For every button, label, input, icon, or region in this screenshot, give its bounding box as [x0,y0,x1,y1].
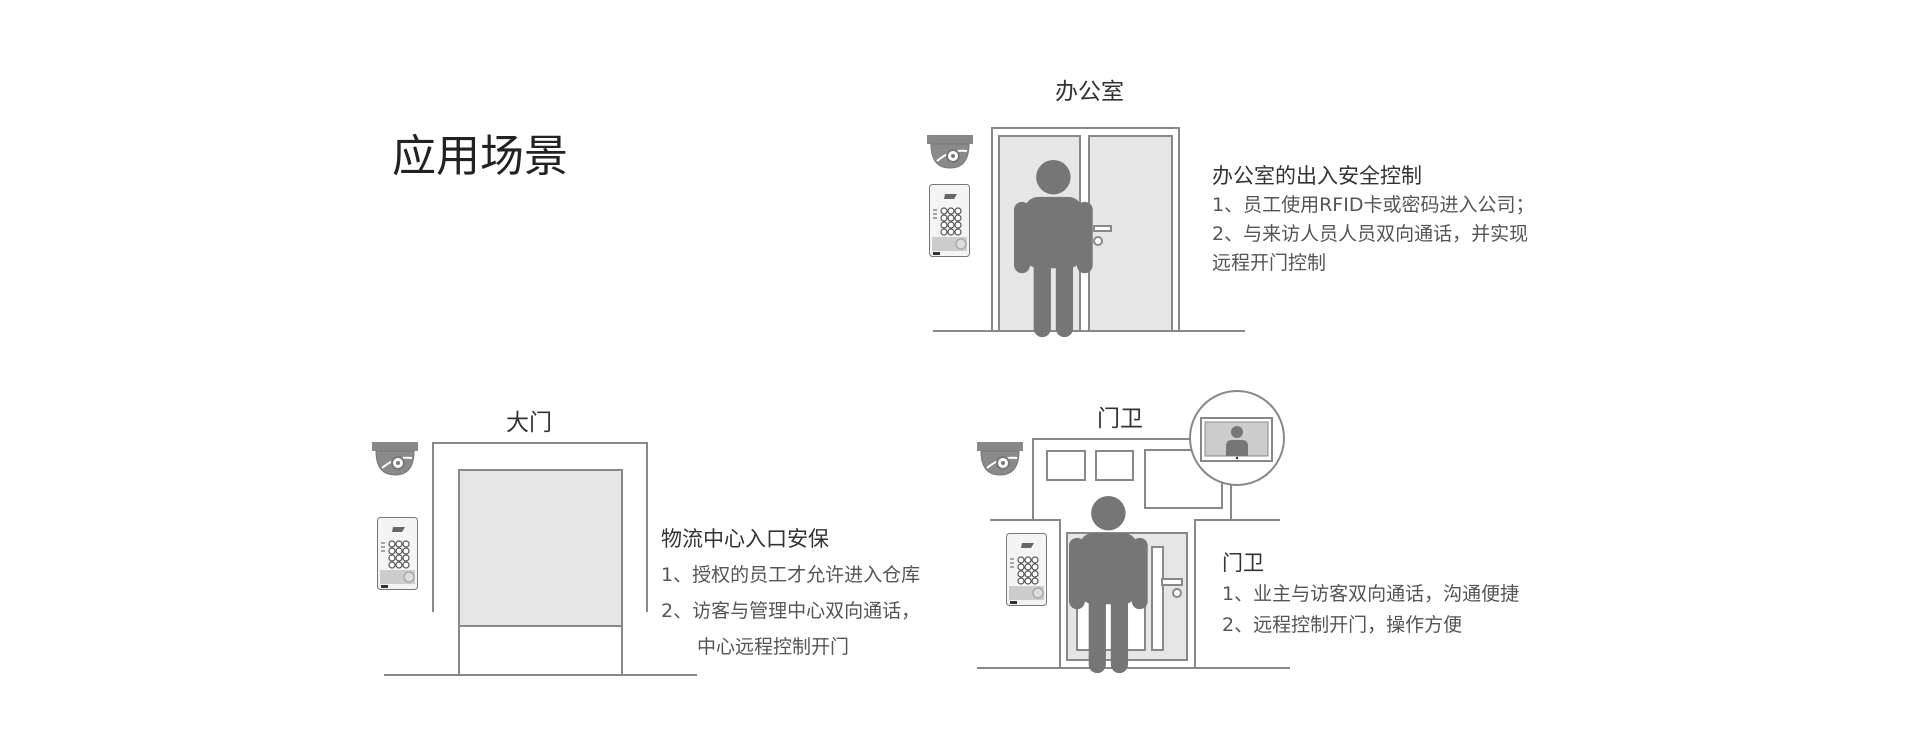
gate-line: 1、授权的员工才允许进入仓库 [661,564,921,586]
guard-line: 2、远程控制开门，操作方便 [1222,614,1463,636]
office-line: 远程开门控制 [1212,252,1327,274]
office-line: 1、员工使用RFID卡或密码进入公司； [1212,194,1535,216]
monitor-person-icon [1226,426,1248,460]
gate-description: 物流中心入口安保 1、授权的员工才允许进入仓库 2、访客与管理中心双向通话， 中… [661,521,920,665]
gate-label: 大门 [506,410,552,436]
guard-description: 门卫 1、业主与访客双向通话，沟通便捷 2、远程控制开门，操作方便 [1222,548,1519,641]
keypad-icon [928,183,971,258]
guard-label: 门卫 [1097,406,1143,432]
office-label: 办公室 [1055,79,1124,105]
gate-heading: 物流中心入口安保 [661,527,829,551]
office-line: 2、与来访人员人员双向通话，并实现 [1212,223,1529,245]
gate-line: 2、访客与管理中心双向通话， [661,600,921,622]
guard-line: 1、业主与访客双向通话，沟通便捷 [1222,583,1520,605]
camera-icon [371,441,419,476]
keypad-icon [376,516,419,591]
office-heading: 办公室的出入安全控制 [1212,164,1422,188]
camera-icon [976,441,1024,476]
page-title: 应用场景 [392,131,568,182]
guard-heading: 门卫 [1222,551,1264,575]
camera-icon [926,134,974,169]
gate-illustration [384,442,697,676]
keypad-icon [1005,532,1048,607]
office-description: 办公室的出入安全控制 1、员工使用RFID卡或密码进入公司； 2、与来访人员人员… [1212,162,1534,278]
gate-line: 中心远程控制开门 [697,636,850,658]
